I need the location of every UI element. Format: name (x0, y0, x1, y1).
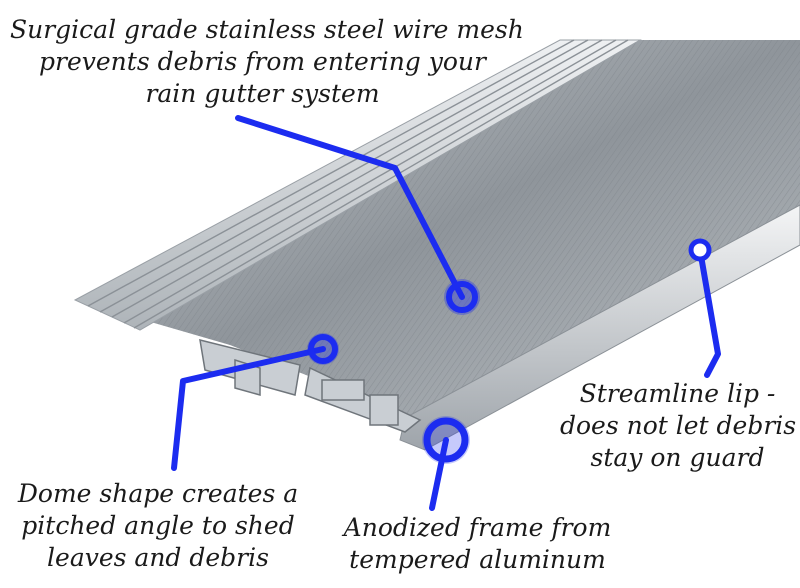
mesh-caption-line-1: Surgical grade stainless steel wire mesh (10, 15, 524, 44)
mesh-caption: Surgical grade stainless steel wire mesh… (10, 14, 524, 110)
dome-caption: Dome shape creates a pitched angle to sh… (2, 478, 314, 574)
callout-dot-mesh (444, 279, 480, 315)
mesh-caption-line-2: prevents debris from entering your (39, 47, 486, 76)
lip-caption: Streamline lip - does not let debris sta… (560, 378, 797, 474)
frame-caption-line-1: Anodized frame from (343, 513, 612, 542)
lip-caption-line-3: stay on guard (590, 443, 765, 472)
dome-caption-line-2: pitched angle to shed (21, 511, 295, 540)
lip-caption-line-1: Streamline lip - (579, 379, 776, 408)
callout-dot-dome (307, 333, 339, 365)
callout-line-mesh (235, 115, 465, 300)
callout-lines (171, 115, 721, 511)
mesh-caption-line-3: rain gutter system (145, 79, 380, 108)
callout-dot-lip (688, 238, 712, 262)
dome-caption-line-1: Dome shape creates a (17, 479, 299, 508)
lip-caption-line-2: does not let debris (560, 411, 797, 440)
frame-caption-line-2: tempered aluminum (349, 545, 606, 574)
frame-caption: Anodized frame from tempered aluminum (325, 512, 630, 576)
callout-dot-frame (422, 416, 470, 464)
dome-caption-line-3: leaves and debris (47, 543, 269, 572)
callout-line-lip (697, 247, 721, 378)
wire-mesh-texture (75, 40, 800, 420)
callout-line-frame (429, 437, 449, 511)
rail-grooves (87, 39, 629, 329)
callout-line-dome (171, 346, 326, 471)
